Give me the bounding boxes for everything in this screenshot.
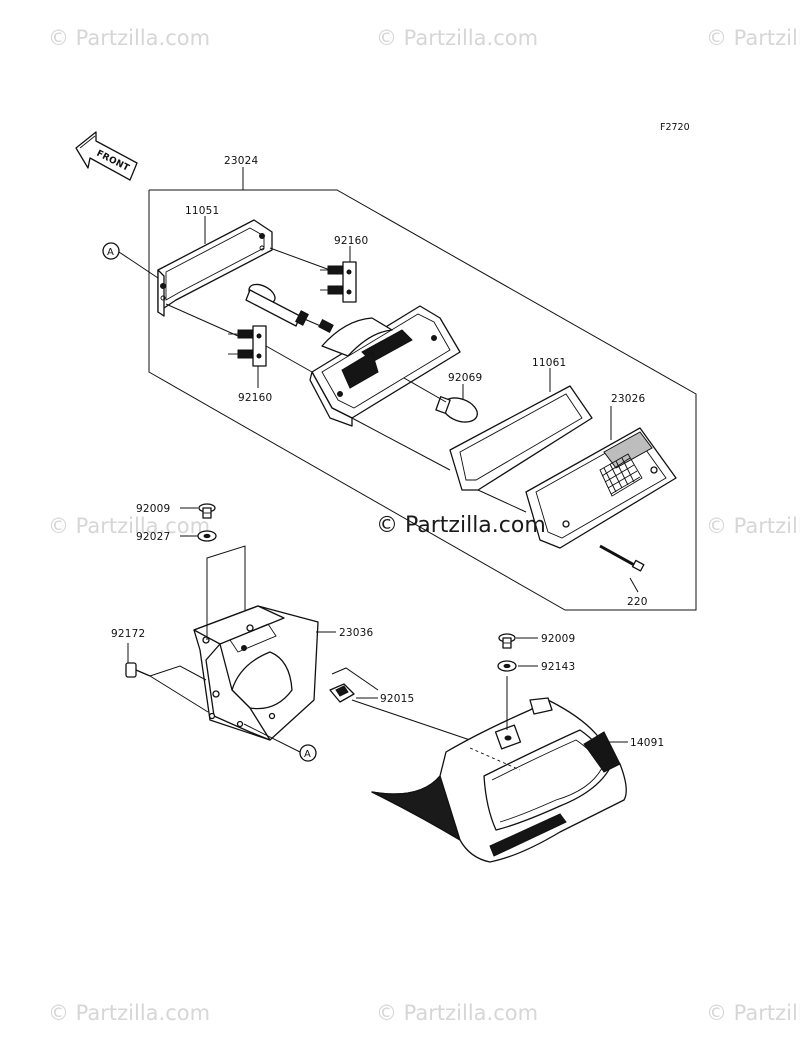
callout-92015: 92015 <box>380 693 414 705</box>
leader-lines-cover <box>506 637 628 743</box>
part-92160-socket-upper <box>320 261 357 303</box>
callout-23026: 23026 <box>611 393 646 405</box>
part-23036-bracket <box>193 605 319 741</box>
part-14091-cover <box>371 697 627 863</box>
callout-92172: 92172 <box>111 628 145 640</box>
part-92009-screw-left <box>198 503 216 519</box>
callout-92160-bottom: 92160 <box>238 392 272 404</box>
part-92143-washer <box>497 660 517 672</box>
leader-lines-assembly <box>118 216 639 593</box>
ref-marker-a-top: A <box>102 242 120 260</box>
lamp-housing <box>309 305 461 427</box>
figure-code: F2720 <box>660 122 690 133</box>
part-220-screw <box>599 544 645 572</box>
callout-92009-right: 92009 <box>541 633 575 645</box>
watermark-top-left: © Partzilla.com <box>48 26 210 50</box>
part-92009-screw-right <box>498 633 516 649</box>
watermark-mid-right: © Partzilla.com <box>706 514 800 538</box>
part-92015-nut <box>329 683 355 703</box>
taillight-assembly-outline <box>148 167 697 611</box>
part-92172-bolt <box>125 662 151 678</box>
callout-11051: 11051 <box>185 205 219 217</box>
bulb-with-holder <box>245 283 309 327</box>
callout-11061: 11061 <box>532 357 566 369</box>
callout-labels: 23024 11051 92160 92160 92069 11061 2302… <box>111 155 664 749</box>
part-92160-socket-lower <box>228 325 267 367</box>
part-11061-gasket <box>449 385 593 491</box>
watermark-bottom-center: © Partzilla.com <box>376 1001 538 1025</box>
part-23026-lens <box>525 427 677 549</box>
part-11051-mount-plate <box>157 219 273 317</box>
watermark-mid-left: © Partzilla.com <box>48 514 210 538</box>
part-92027-washer <box>197 530 217 542</box>
watermark-bottom-left: © Partzilla.com <box>48 1001 210 1025</box>
callout-92069: 92069 <box>448 372 482 384</box>
callout-220: 220 <box>627 596 648 608</box>
watermark-top-right: © Partzilla.com <box>706 26 800 50</box>
watermark-bottom-right: © Partzilla.com <box>706 1001 800 1025</box>
front-direction-arrow: FRONT <box>75 131 138 181</box>
leader-lines-bracket <box>127 507 471 753</box>
callout-92009-left: 92009 <box>136 503 170 515</box>
svg-text:A: A <box>107 247 114 258</box>
svg-text:A: A <box>304 749 311 760</box>
callout-92027: 92027 <box>136 531 170 543</box>
callout-92143: 92143 <box>541 661 575 673</box>
lens-crosshatch-pattern <box>599 453 643 497</box>
callout-23036: 23036 <box>339 627 374 639</box>
callout-14091: 14091 <box>630 737 664 749</box>
watermark-layer: © Partzilla.com © Partzilla.com © Partzi… <box>48 26 800 1025</box>
watermark-top-center: © Partzilla.com <box>376 26 538 50</box>
ref-marker-a-bottom: A <box>299 744 317 762</box>
callout-92160-top: 92160 <box>334 235 368 247</box>
watermark-center: © Partzilla.com <box>376 513 546 538</box>
part-92069-bulb <box>435 396 478 423</box>
callout-23024: 23024 <box>224 155 259 167</box>
